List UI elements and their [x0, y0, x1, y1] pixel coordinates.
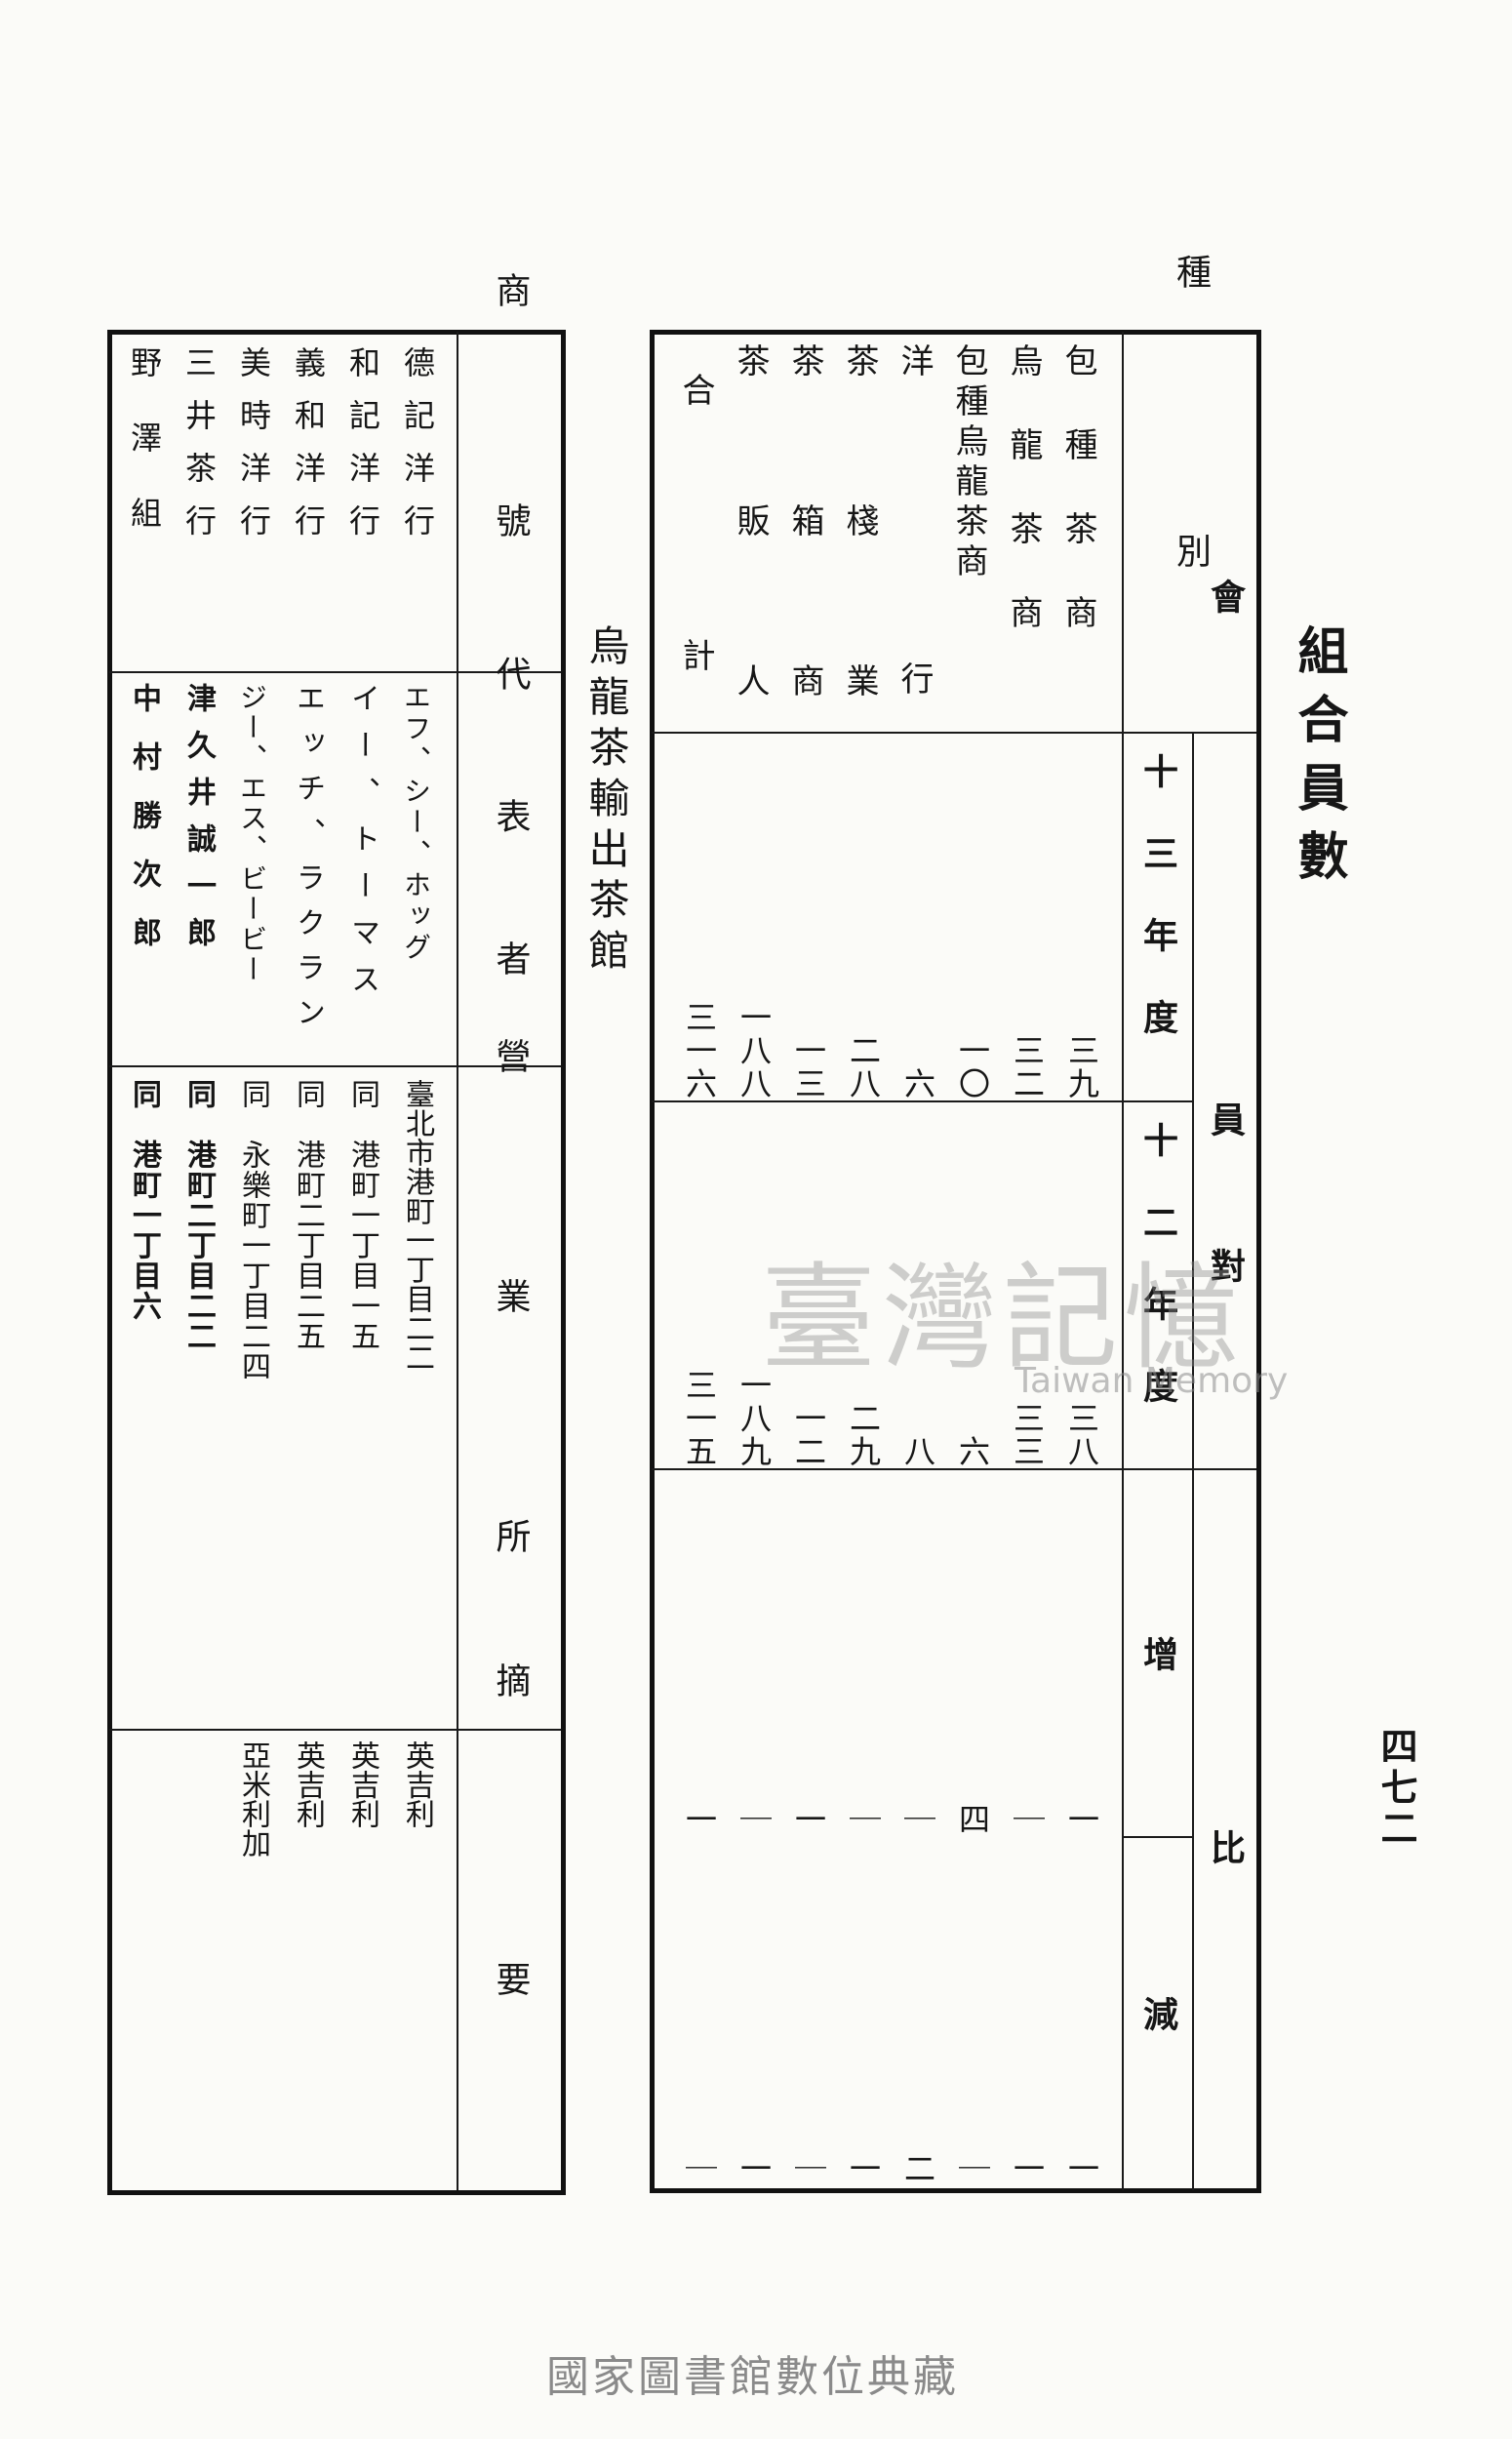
increase-value: ｜	[899, 1803, 936, 1836]
year13-value: 一八八	[736, 1001, 773, 1100]
increase-value: ｜	[736, 1803, 773, 1836]
exporter-name: 野澤組	[126, 346, 163, 572]
decrease-value: ｜	[681, 2152, 718, 2185]
header-decrease: 減	[1137, 1995, 1178, 2031]
exporter-address: 同 港町一丁目一五	[345, 1079, 379, 1351]
exporter-address: 同 港町二丁目二五	[291, 1079, 325, 1351]
increase-value: 一	[1063, 1803, 1100, 1836]
exporter-note: 英吉利	[291, 1740, 325, 1828]
exporters-title: 烏龍茶輸出茶館	[582, 624, 630, 980]
increase-value: 四	[954, 1803, 991, 1836]
header-category: 種別	[1171, 254, 1211, 812]
year12-value: 一二	[790, 1402, 827, 1468]
decrease-value: ｜	[954, 2152, 991, 2185]
year12-value: 三八	[1063, 1402, 1100, 1468]
header-note: 摘要	[490, 1661, 531, 2259]
header-year13: 十三年度	[1137, 753, 1178, 1081]
archive-footer: 國家圖書館數位典藏	[546, 2352, 959, 2402]
exporter-name: 三井茶行	[180, 346, 218, 557]
increase-value: ｜	[845, 1803, 882, 1836]
category-label: 洋行	[895, 343, 934, 980]
exporter-note: 亞米利加	[236, 1740, 270, 1858]
header-address: 營業所	[490, 1038, 531, 1758]
year12-value: 一八九	[736, 1369, 773, 1468]
year12-value: 六	[954, 1435, 991, 1468]
year12-value: 三三	[1009, 1402, 1046, 1468]
exporter-name: 和記洋行	[344, 346, 381, 557]
exporter-note: 英吉利	[400, 1740, 434, 1828]
year13-value: 二八	[845, 1034, 882, 1100]
year12-value: 二九	[845, 1402, 882, 1468]
section-title: 組合員數	[1289, 624, 1348, 898]
year12-value: 三一五	[681, 1369, 718, 1468]
header-increase: 增	[1137, 1635, 1178, 1671]
header-compare: 對比	[1205, 1248, 1246, 2411]
category-label: 茶箱商	[785, 343, 824, 823]
decrease-value: 二	[899, 2152, 936, 2185]
category-label: 烏龍茶商	[1004, 343, 1043, 679]
category-label: 合計	[676, 373, 715, 903]
exporter-rep: エッチ、ラクラン	[291, 683, 325, 1042]
decrease-value: ｜	[790, 2152, 827, 2185]
year13-value: 六	[899, 1067, 936, 1100]
exporter-name: 德記洋行	[399, 346, 436, 557]
header-year12: 十二年度	[1137, 1121, 1178, 1450]
exporter-address: 同 永樂町一丁目二四	[236, 1079, 270, 1381]
increase-value: 一	[790, 1803, 827, 1836]
exporter-name: 美時洋行	[235, 346, 272, 557]
year13-value: 一〇	[954, 1034, 991, 1100]
category-label: 包種烏龍茶商	[949, 343, 988, 583]
exporter-address: 臺北市港町一丁目二二	[400, 1079, 434, 1372]
increase-value: ｜	[1009, 1803, 1046, 1836]
category-label: 茶棧業	[840, 343, 879, 823]
exporter-rep: エフ、シー、ホッグ	[400, 683, 432, 964]
watermark-english: Taiwan Memory	[1015, 1361, 1289, 1401]
exporter-rep: 津久井誠一郎	[181, 683, 216, 964]
watermark-chinese: 臺灣記憶	[761, 1251, 1246, 1385]
exporter-rep: 中村勝次郎	[127, 683, 161, 976]
page-number: 四七二	[1374, 1727, 1418, 1850]
header-name: 商號	[490, 272, 531, 733]
decrease-value: 一	[1063, 2152, 1100, 2185]
header-members: 會員	[1205, 578, 1246, 1624]
header-rep: 代表者	[490, 656, 531, 1083]
exporter-address: 同 港町二丁目二二	[181, 1079, 216, 1351]
exporter-rep: イー、トーマス	[345, 683, 379, 1011]
decrease-value: 一	[845, 2152, 882, 2185]
category-label: 包種茶商	[1058, 343, 1097, 679]
year13-value: 三二	[1009, 1034, 1046, 1100]
exporter-note: 英吉利	[345, 1740, 379, 1828]
year13-value: 三九	[1063, 1034, 1100, 1100]
exporter-address: 同 港町一丁目六	[127, 1079, 161, 1321]
exporter-name: 義和洋行	[290, 346, 327, 557]
exporter-rep: ジー、エス、ビービー	[236, 683, 268, 985]
decrease-value: 一	[736, 2152, 773, 2185]
increase-value: 一	[681, 1803, 718, 1836]
year13-value: 一三	[790, 1034, 827, 1100]
year13-value: 三一六	[681, 1001, 718, 1100]
year12-value: 八	[899, 1435, 936, 1468]
decrease-value: 一	[1009, 2152, 1046, 2185]
category-label: 茶販人	[731, 343, 770, 823]
